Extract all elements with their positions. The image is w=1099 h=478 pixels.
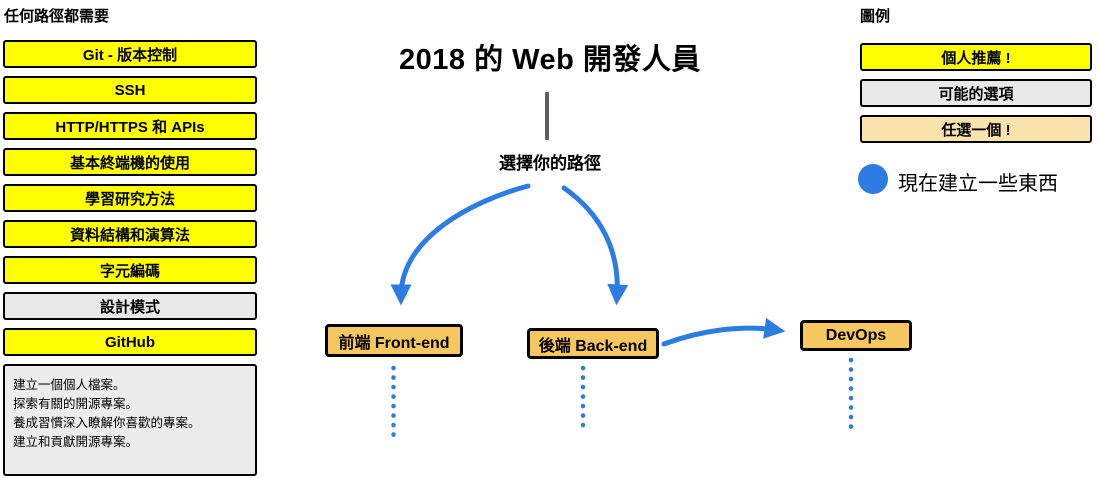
required-panel-header: 任何路徑都需要 [4, 8, 110, 25]
skill-box-github[interactable]: GitHub [3, 328, 257, 356]
legend-item-personal-recommendation: 個人推薦 ! [860, 43, 1092, 71]
skill-box-char-encoding[interactable]: 字元編碼 [3, 256, 257, 284]
skill-box-ssh[interactable]: SSH [3, 76, 257, 104]
title-connector-line [545, 92, 549, 140]
legend-item-possible-option: 可能的選項 [860, 79, 1092, 107]
build-something-bullet-icon [858, 164, 888, 194]
backend-to-devops-arrow [661, 317, 786, 347]
github-note-line: 養成習慣深入瞭解你喜歡的專案。 [13, 416, 201, 430]
github-note-line: 建立一個個人檔案。 [13, 378, 126, 392]
skill-box-git[interactable]: Git - 版本控制 [3, 40, 257, 68]
page-title: 2018 的 Web 開發人員 [399, 44, 701, 76]
skill-box-data-structures[interactable]: 資料結構和演算法 [3, 220, 257, 248]
skill-box-research[interactable]: 學習研究方法 [3, 184, 257, 212]
devops-node[interactable]: DevOps [800, 320, 912, 351]
backend-node[interactable]: 後端 Back-end [527, 328, 659, 359]
branch-arrow-backend [561, 185, 629, 306]
frontend-node[interactable]: 前端 Front-end [325, 324, 463, 357]
legend-header: 圖例 [860, 8, 891, 25]
branch-arrow-frontend [390, 183, 531, 306]
github-notes-box: 建立一個個人檔案。 探索有關的開源專案。 養成習慣深入瞭解你喜歡的專案。 建立和… [3, 364, 257, 476]
choose-path-label: 選擇你的路徑 [499, 154, 601, 173]
required-for-any-path-panel: 任何路徑都需要 Git - 版本控制 SSH HTTP/HTTPS 和 APIs… [3, 5, 257, 476]
github-note-line: 探索有關的開源專案。 [13, 397, 139, 411]
github-note-line: 建立和貢獻開源專案。 [13, 435, 139, 449]
skill-box-terminal[interactable]: 基本終端機的使用 [3, 148, 257, 176]
skill-box-http-apis[interactable]: HTTP/HTTPS 和 APIs [3, 112, 257, 140]
skill-box-design-patterns[interactable]: 設計模式 [3, 292, 257, 320]
build-something-label: 現在建立一些東西 [898, 173, 1058, 195]
legend-item-pick-one: 任選一個 ! [860, 115, 1092, 143]
